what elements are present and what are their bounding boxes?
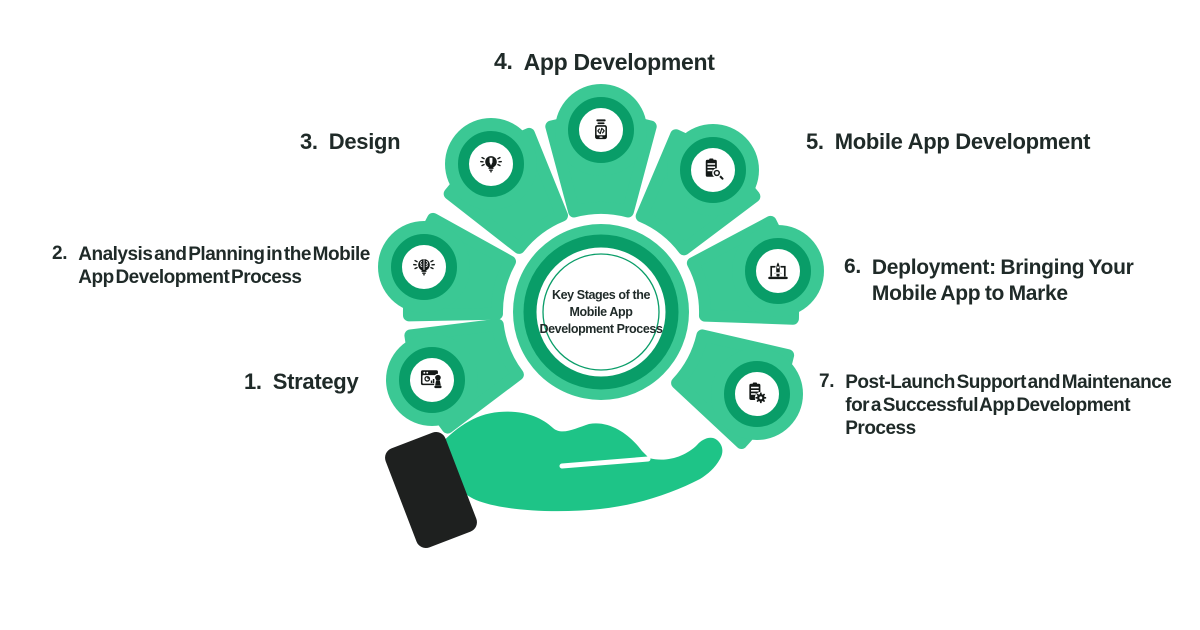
stage-number: 5. [806,129,824,154]
stage-circle-1 [386,334,478,426]
stage-number: 7. [819,371,835,392]
hand-illustration [385,411,723,549]
analysis-brain-bulb-icon [413,259,435,276]
stage-number: 3. [300,129,318,154]
stage-label-design: 3. Design [300,129,401,156]
stage-label-strategy: 1. Strategy [244,369,359,396]
laptop-rocket-icon [768,261,788,280]
hub-ring [523,234,679,390]
stage-label-analysis: 2. Analysis and Planning in the Mobile A… [52,243,370,289]
stage-label-deployment: 6. Deployment: Bringing Your Mobile App … [844,255,1134,306]
phone-code-icon [595,119,607,140]
stage-text: Analysis and Planning in the Mobile App … [78,244,370,289]
stage-text: App Development [523,49,715,75]
stage-number: 6. [844,255,861,278]
stage-label-mobile-app-development: 5. Mobile App Development [806,129,1090,156]
design-pencil-bulb-icon [480,156,502,173]
hub-title: Key Stages of the Mobile App Development… [539,288,663,336]
clipboard-gear-icon [749,382,767,404]
hand-palm [437,411,723,512]
hub-thin-ring [542,253,660,371]
document-search-icon [705,158,725,181]
stage-text: Deployment: Bringing Your Mobile App to … [871,256,1134,305]
sleeve-cuff [385,431,477,549]
stage-text: Design [328,129,401,154]
stage-label-post-launch: 7. Post-Launch Support and Maintenance f… [819,371,1172,441]
strategy-chess-icon [420,370,443,390]
stage-text: Mobile App Development [834,129,1091,154]
hub [513,224,689,400]
stage-text: Strategy [272,369,359,394]
stage-number: 2. [52,243,68,264]
stage-text: Post-Launch Support and Maintenance for … [845,372,1172,440]
palm-crease [559,456,651,469]
stage-number: 1. [244,369,262,394]
stage-label-app-development: 4. App Development [494,48,715,76]
stage-number: 4. [494,48,513,74]
